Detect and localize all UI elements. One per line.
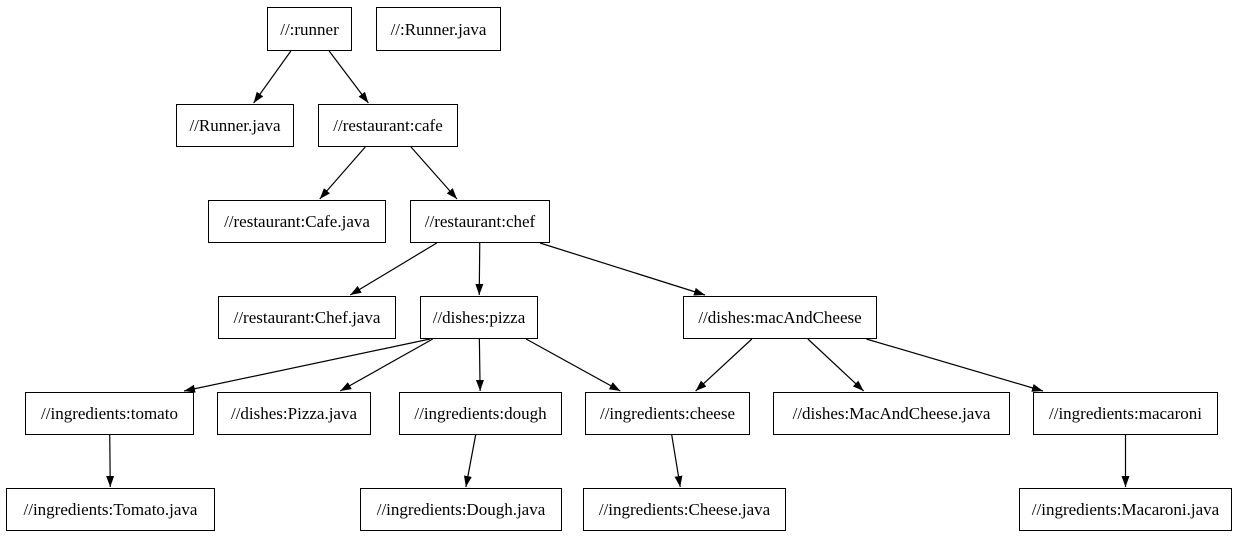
node-tomato-java: //ingredients:Tomato.java	[6, 488, 215, 531]
node-mac-java: //dishes:MacAndCheese.java	[773, 392, 1010, 435]
node-cheese-java: //ingredients:Cheese.java	[583, 488, 786, 531]
edge-tomato-to-tomato-java	[106, 434, 115, 488]
edge-mac-and-cheese-to-cheese	[695, 338, 753, 392]
node-tomato: //ingredients:tomato	[25, 392, 194, 435]
edge-runner-to-cafe	[328, 50, 369, 104]
edge-pizza-to-pizza-java	[339, 338, 434, 392]
node-pizza: //dishes:pizza	[420, 296, 538, 339]
edge-runner-to-runner-java	[253, 50, 292, 104]
node-mac-and-cheese: //dishes:macAndCheese	[683, 296, 877, 339]
edge-pizza-to-tomato	[183, 338, 431, 393]
node-cafe-java: //restaurant:Cafe.java	[208, 200, 386, 243]
node-cheese: //ingredients:cheese	[585, 392, 750, 435]
edge-mac-and-cheese-to-mac-java	[807, 338, 865, 392]
node-runner: //:runner	[267, 7, 352, 51]
edge-mac-and-cheese-to-macaroni	[866, 338, 1044, 392]
edge-cafe-to-cafe-java	[319, 146, 366, 200]
edge-dough-to-dough-java	[463, 434, 477, 488]
node-pizza-java: //dishes:Pizza.java	[217, 392, 371, 435]
edges	[106, 50, 1130, 488]
node-runner-java: //Runner.java	[176, 104, 294, 147]
node-chef-java: //restaurant:Chef.java	[218, 296, 396, 339]
edge-pizza-to-cheese	[525, 338, 621, 392]
edge-chef-to-mac-and-cheese	[539, 242, 706, 296]
edge-chef-to-pizza	[475, 242, 484, 296]
edge-cafe-to-chef	[410, 146, 458, 200]
node-macaroni-java: //ingredients:Macaroni.java	[1019, 488, 1232, 531]
edge-chef-to-chef-java	[349, 242, 438, 296]
node-dough-java: //ingredients:Dough.java	[360, 488, 562, 531]
edge-cheese-to-cheese-java	[671, 434, 683, 488]
node-runner-java-src: //:Runner.java	[376, 7, 501, 51]
node-chef: //restaurant:chef	[410, 200, 550, 243]
node-macaroni: //ingredients:macaroni	[1033, 392, 1218, 435]
node-dough: //ingredients:dough	[399, 392, 562, 435]
edge-pizza-to-dough	[475, 338, 484, 392]
node-cafe: //restaurant:cafe	[318, 104, 458, 147]
